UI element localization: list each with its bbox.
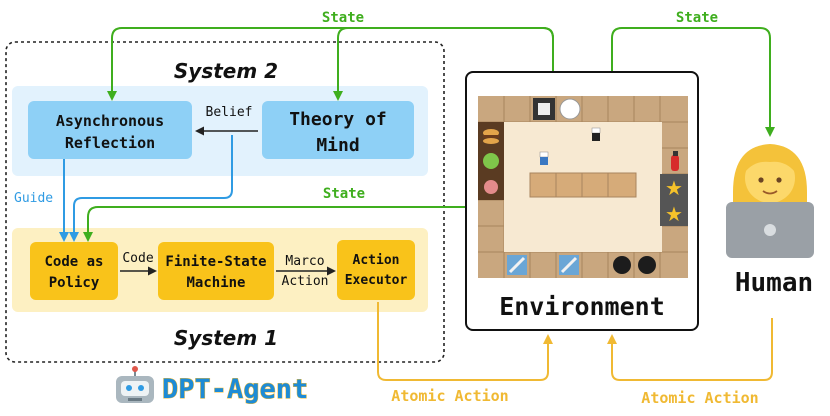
state-arrow-to-policy xyxy=(83,206,466,242)
system1-title: System 1 xyxy=(174,326,278,350)
environment-label: Environment xyxy=(499,292,665,321)
lettuce-icon xyxy=(483,153,499,169)
chef-character-icon xyxy=(539,151,549,165)
state-label-top-right: State xyxy=(676,10,718,26)
belief-to-policy-arrow xyxy=(69,135,233,242)
tom-label-line2: Mind xyxy=(316,135,359,156)
frying-pan-icon xyxy=(613,256,631,274)
pot-station-icon xyxy=(533,98,555,120)
state-label-top-left: State xyxy=(322,10,364,26)
fire-extinguisher-icon xyxy=(671,151,679,171)
policy-label-line2: Policy xyxy=(49,275,100,291)
fsm-label-line2: Machine xyxy=(186,275,245,291)
star-icon: ★ xyxy=(665,202,683,226)
state-arrow-to-tom xyxy=(333,27,554,101)
belief-label: Belief xyxy=(206,105,253,120)
chef-character-icon xyxy=(591,127,601,141)
executor-label-line2: Executor xyxy=(345,273,408,288)
agent-atomic-action-arrow xyxy=(377,302,553,381)
system2-title: System 2 xyxy=(174,59,278,83)
dpt-agent-name: DPT-Agent xyxy=(162,374,308,405)
star-icon: ★ xyxy=(665,176,683,200)
state-arrow-to-human xyxy=(611,27,775,137)
marco-label-line1: Marco xyxy=(285,254,324,269)
knife-icon xyxy=(507,255,527,275)
executor-box xyxy=(337,240,415,300)
reflection-box xyxy=(28,101,192,159)
kitchen-game-grid xyxy=(478,96,688,278)
policy-box xyxy=(30,242,118,300)
burger-bun-icon xyxy=(483,129,499,144)
knife-icon xyxy=(559,255,579,275)
atomic-action-label-agent: Atomic Action xyxy=(391,387,508,405)
human-atomic-action-arrow xyxy=(607,318,773,381)
tom-label-line1: Theory of xyxy=(289,109,387,130)
agent-frame xyxy=(5,41,445,363)
fsm-label-line1: Finite-State xyxy=(165,254,266,270)
frying-pan-icon xyxy=(638,256,656,274)
policy-label-line1: Code as xyxy=(44,254,103,270)
reflection-label-line1: Asynchronous xyxy=(56,112,164,130)
guide-label: Guide xyxy=(14,191,53,206)
code-label: Code xyxy=(122,251,153,266)
atomic-action-label-human: Atomic Action xyxy=(641,389,758,407)
meat-icon xyxy=(484,180,498,194)
fsm-box xyxy=(158,242,274,300)
state-label-middle: State xyxy=(323,186,365,202)
marco-label-line2: Action xyxy=(282,274,329,289)
human-with-laptop-icon xyxy=(726,144,814,258)
executor-label-line1: Action xyxy=(353,253,400,268)
robot-icon xyxy=(116,366,154,403)
plate-icon xyxy=(559,98,581,120)
reflection-label-line2: Reflection xyxy=(65,134,155,152)
human-label: Human xyxy=(735,268,813,298)
tom-box xyxy=(262,101,414,159)
